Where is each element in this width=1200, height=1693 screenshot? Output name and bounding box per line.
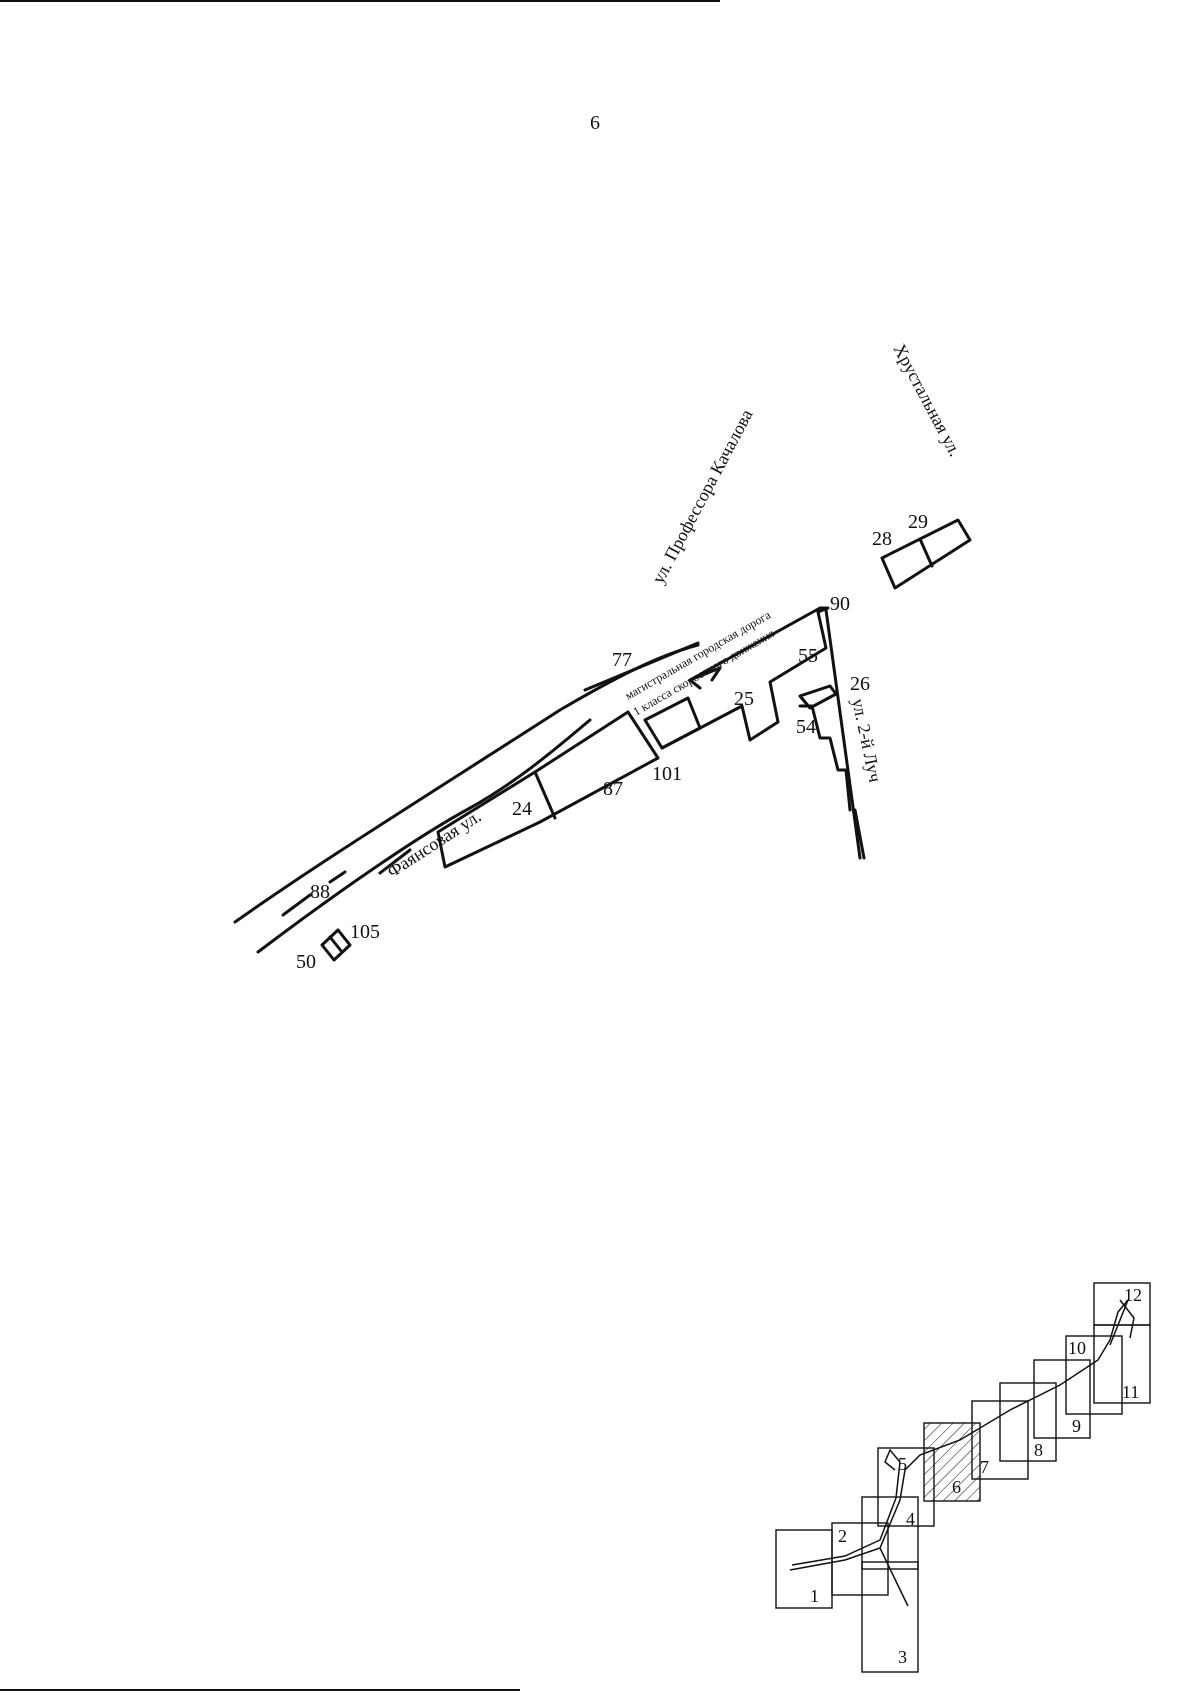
sheet-7-label: 7 — [980, 1457, 989, 1477]
label-28: 28 — [872, 528, 892, 550]
street-fayansovaya: Фаянсовая ул. — [383, 806, 484, 882]
label-24: 24 — [512, 798, 532, 820]
sheet-2-label: 2 — [838, 1526, 847, 1546]
road-corridor-lines — [233, 641, 700, 954]
sheet-2 — [831, 1522, 889, 1596]
page-number: 6 — [590, 112, 600, 134]
sheet-9 — [1033, 1359, 1091, 1439]
street-khrustalnaya: Хрустальная ул. — [889, 340, 965, 459]
street-luch: ул. 2-й Луч — [848, 697, 885, 784]
label-29: 29 — [908, 511, 928, 533]
sheet-12-label: 12 — [1124, 1285, 1142, 1305]
sheet-9-label: 9 — [1072, 1416, 1081, 1436]
sheet-3-label: 3 — [898, 1647, 907, 1667]
top-border-line — [0, 0, 720, 2]
street-labels: ул. Профессора Качалова Хрустальная ул. … — [383, 340, 965, 881]
sheet-5-label: 5 — [898, 1454, 907, 1474]
parcel-28-29 — [880, 518, 972, 590]
sheet-index-map: 1 2 3 4 5 6 7 8 9 10 11 12 — [775, 1282, 1151, 1673]
parcel-87-24-block — [436, 710, 660, 869]
sheet-11-label: 11 — [1122, 1382, 1139, 1402]
label-101: 101 — [652, 763, 682, 785]
sheet-8-label: 8 — [1034, 1440, 1043, 1460]
parcel-labels: 28 29 90 55 26 25 54 77 87 101 24 88 50 … — [296, 511, 928, 973]
bottom-border-line — [0, 1689, 520, 1691]
sheet-8 — [999, 1382, 1057, 1462]
label-25: 25 — [734, 688, 754, 710]
label-105: 105 — [350, 921, 380, 943]
sheet-6 — [923, 1422, 981, 1502]
sheet-1-label: 1 — [810, 1586, 819, 1606]
label-50: 50 — [296, 951, 316, 973]
label-90: 90 — [830, 593, 850, 615]
sheet-6-label: 6 — [952, 1477, 961, 1497]
label-54: 54 — [796, 716, 816, 738]
sheet-1 — [775, 1529, 833, 1609]
label-77: 77 — [612, 649, 632, 671]
sheet-4 — [861, 1496, 919, 1570]
label-26: 26 — [850, 673, 870, 695]
sheet-4-label: 4 — [906, 1509, 915, 1529]
sheet-3 — [861, 1561, 919, 1673]
label-88: 88 — [310, 881, 330, 903]
street-kachalova: ул. Профессора Качалова — [648, 406, 757, 587]
parcel-25-55-block — [660, 606, 866, 860]
parcel-50-105 — [320, 928, 352, 962]
sheet-10-label: 10 — [1068, 1338, 1086, 1358]
sheet-12 — [1093, 1282, 1151, 1326]
label-55: 55 — [798, 645, 818, 667]
label-87: 87 — [603, 778, 623, 800]
